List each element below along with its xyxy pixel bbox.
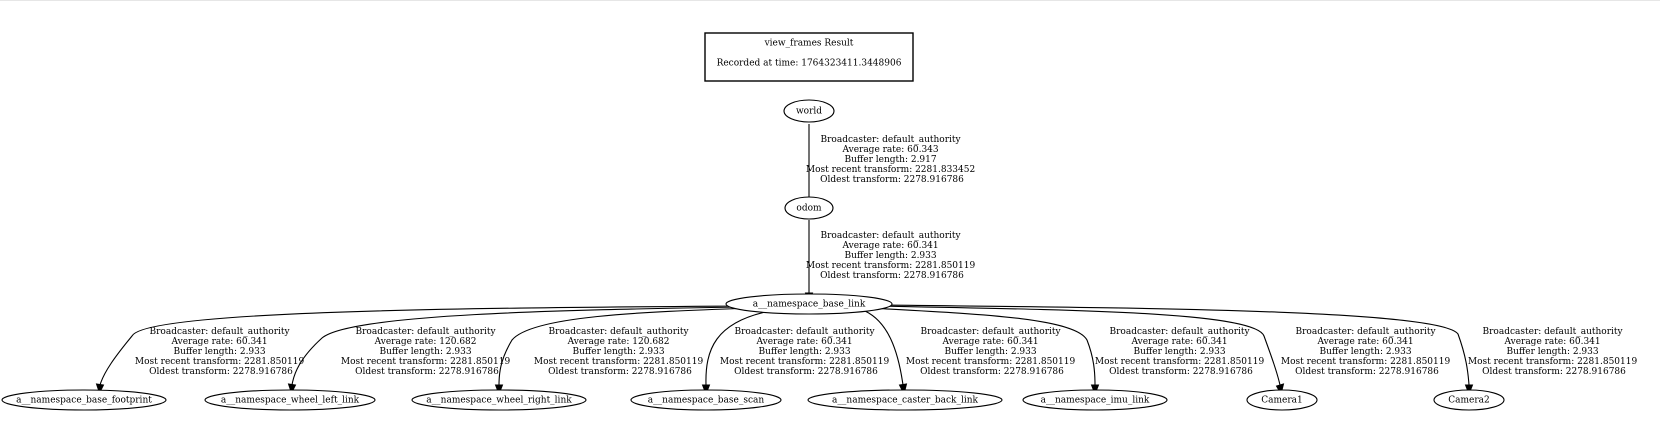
node-base-footprint-label: a__namespace_base_footprint	[16, 396, 152, 406]
edge-base-link-wheel-left-link-path	[291, 306, 743, 386]
edge-base-link-base-scan: Broadcaster: default_authority Average r…	[701, 310, 892, 396]
node-base-link-ellipse	[725, 293, 893, 315]
node-camera2-label: Camera2	[1448, 396, 1490, 406]
edge-base-link-base-scan-label: Broadcaster: default_authority Average r…	[720, 327, 892, 377]
edge-base-link-wheel-right-link: Broadcaster: default_authority Average r…	[494, 307, 753, 396]
edge-base-link-caster-back-link-label: Broadcaster: default_authority Average r…	[906, 327, 1078, 377]
edge-base-link-caster-back-link-path	[864, 310, 904, 386]
node-odom-ellipse	[784, 196, 834, 220]
recorded-time-text: Recorded at time: 1764323411.3448906	[717, 59, 902, 69]
node-camera1-label: Camera1	[1261, 396, 1303, 406]
node-base-link-label: a__namespace_base_link	[753, 300, 866, 310]
node-imu-link-ellipse	[1022, 389, 1168, 411]
node-wheel-right-link: a__namespace_wheel_right_link	[411, 389, 587, 411]
node-base-scan: a__namespace_base_scan	[630, 389, 782, 411]
node-imu-link-label: a__namespace_imu_link	[1041, 396, 1150, 406]
edge-base-link-camera2-path	[879, 304, 1470, 386]
edge-world-odom-label: Broadcaster: default_authority Average r…	[806, 135, 978, 185]
nodes: world odom a__namespace_base_link a__nam…	[1, 99, 1505, 411]
node-base-link: a__namespace_base_link	[725, 293, 893, 315]
title-text: view_frames Result	[764, 39, 854, 49]
edge-odom-base-link: Broadcaster: default_authority Average r…	[804, 220, 978, 304]
node-camera2: Camera2	[1433, 389, 1505, 411]
edge-base-link-base-footprint-arrow	[95, 383, 105, 395]
edge-base-link-imu-link-path	[869, 307, 1096, 386]
node-wheel-right-link-ellipse	[411, 389, 587, 411]
edge-base-link-base-footprint: Broadcaster: default_authority Average r…	[95, 305, 736, 395]
node-base-footprint: a__namespace_base_footprint	[1, 389, 167, 411]
edge-base-link-caster-back-link: Broadcaster: default_authority Average r…	[864, 310, 1078, 396]
edge-world-odom: Broadcaster: default_authority Average r…	[804, 124, 978, 209]
node-caster-back-link-ellipse	[807, 389, 1003, 411]
node-wheel-right-link-label: a__namespace_wheel_right_link	[426, 396, 572, 406]
edge-base-link-camera2: Broadcaster: default_authority Average r…	[879, 304, 1640, 396]
node-imu-link: a__namespace_imu_link	[1022, 389, 1168, 411]
edge-base-link-wheel-right-link-path	[498, 307, 753, 386]
node-caster-back-link: a__namespace_caster_back_link	[807, 389, 1003, 411]
node-odom: odom	[784, 196, 834, 220]
edge-base-link-camera1: Broadcaster: default_authority Average r…	[876, 305, 1453, 396]
edge-base-link-imu-link-label: Broadcaster: default_authority Average r…	[1095, 327, 1267, 377]
edge-base-link-base-scan-path	[705, 310, 771, 386]
edge-base-link-camera2-label: Broadcaster: default_authority Average r…	[1468, 327, 1640, 377]
title-box-frame	[704, 32, 914, 82]
node-base-footprint-ellipse	[1, 389, 167, 411]
node-camera2-ellipse	[1433, 389, 1505, 411]
edge-base-link-camera1-label: Broadcaster: default_authority Average r…	[1281, 327, 1453, 377]
node-base-scan-ellipse	[630, 389, 782, 411]
edge-odom-base-link-label: Broadcaster: default_authority Average r…	[806, 231, 978, 281]
node-world: world	[783, 99, 835, 123]
node-odom-label: odom	[796, 204, 822, 214]
node-wheel-left-link-ellipse	[204, 389, 376, 411]
edge-base-link-wheel-left-link-arrow	[287, 383, 297, 395]
edge-base-link-base-footprint-path	[99, 305, 736, 386]
node-camera1-ellipse	[1246, 389, 1318, 411]
node-caster-back-link-label: a__namespace_caster_back_link	[832, 396, 978, 406]
node-base-scan-label: a__namespace_base_scan	[648, 396, 765, 406]
edge-base-link-wheel-left-link-label: Broadcaster: default_authority Average r…	[341, 327, 513, 377]
node-wheel-left-link: a__namespace_wheel_left_link	[204, 389, 376, 411]
edge-base-link-base-footprint-label: Broadcaster: default_authority Average r…	[135, 327, 307, 377]
edge-base-link-wheel-left-link: Broadcaster: default_authority Average r…	[287, 306, 743, 395]
node-camera1: Camera1	[1246, 389, 1318, 411]
node-world-label: world	[796, 107, 822, 117]
node-world-ellipse	[783, 99, 835, 123]
node-wheel-left-link-label: a__namespace_wheel_left_link	[221, 396, 360, 406]
top-border-line	[0, 0, 1660, 1]
edges: Broadcaster: default_authority Average r…	[95, 124, 1640, 396]
edge-base-link-wheel-right-link-label: Broadcaster: default_authority Average r…	[534, 327, 706, 377]
title-box: view_frames Result Recorded at time: 176…	[704, 32, 914, 82]
edge-base-link-imu-link: Broadcaster: default_authority Average r…	[869, 307, 1267, 396]
edge-base-link-camera1-path	[876, 305, 1281, 386]
